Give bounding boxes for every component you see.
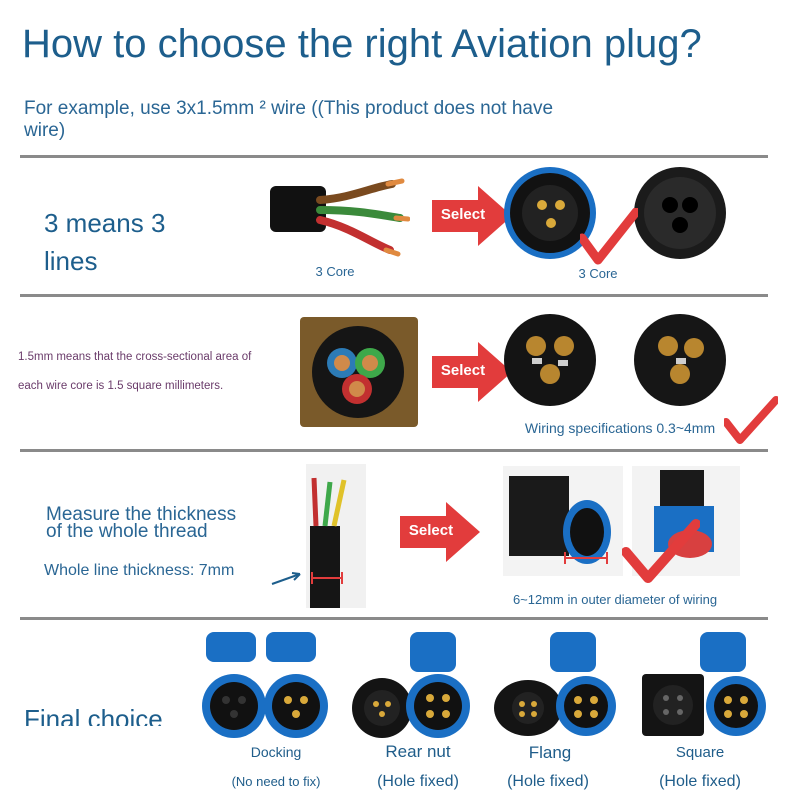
option-docking-label: Docking — [250, 744, 302, 760]
option-flang-sub: (Hole fixed) — [507, 773, 589, 790]
flange-connector-image — [494, 632, 616, 736]
option-square-sub: (Hole fixed) — [659, 773, 741, 790]
option-flang-label: Flang — [528, 743, 572, 762]
option-rear-nut-sub: (Hole fixed) — [377, 773, 459, 790]
outer-diameter-caption: 6~12mm in outer diameter of wiring — [512, 592, 718, 607]
final-choice-text: Final choice — [24, 706, 163, 726]
divider — [20, 617, 768, 620]
cable-gland-image — [632, 466, 740, 576]
section1-heading: 3 means 3 lines — [44, 204, 165, 280]
select-label: Select — [408, 522, 454, 539]
docking-connector-image — [202, 632, 328, 738]
cable-cross-section-image — [300, 317, 418, 427]
cable-gland-image — [503, 466, 623, 576]
divider — [20, 294, 768, 297]
wiring-spec-caption: Wiring specifications 0.3~4mm — [524, 420, 716, 436]
divider — [20, 155, 768, 158]
section3-heading-line1: Measure the thickness — [46, 504, 237, 525]
option-rear-nut-label: Rear nut — [385, 742, 451, 761]
section3-heading: Measure the thickness of the whole threa… — [46, 504, 237, 542]
terminal-block-image — [504, 314, 596, 406]
cable-caption: 3 Core — [315, 264, 355, 279]
section1-heading-line2: lines — [44, 246, 98, 276]
check-mark-icon — [580, 208, 638, 265]
plug-caption: 3 Core — [578, 266, 618, 281]
terminal-block-image — [634, 314, 726, 406]
check-mark-icon — [622, 519, 700, 583]
three-core-cable-image — [270, 178, 410, 257]
section3-heading-line2: of the whole thread — [46, 521, 208, 542]
thickness-text: Whole line thickness: 7mm — [44, 562, 235, 579]
section2-text-line1: 1.5mm means that the cross-sectional are… — [18, 351, 252, 363]
rear-nut-connector-image — [352, 632, 470, 738]
option-square-label: Square — [675, 744, 725, 761]
select-arrow: Select — [432, 342, 512, 402]
option-docking-sub: (No need to fix) — [231, 774, 321, 789]
section2-text: 1.5mm means that the cross-sectional are… — [18, 343, 288, 401]
intro-text: For example, use 3x1.5mm ² wire ((This p… — [24, 98, 554, 141]
select-label: Select — [440, 362, 486, 379]
female-plug-image — [634, 167, 726, 259]
divider — [20, 449, 768, 452]
check-mark-icon — [724, 396, 778, 444]
select-arrow: Select — [400, 502, 480, 562]
select-arrow: Select — [432, 186, 512, 246]
square-connector-image — [642, 632, 766, 736]
male-plug-image — [504, 167, 596, 259]
section1-heading-line1: 3 means 3 — [44, 208, 166, 238]
final-choice-heading: Final choice — [24, 706, 184, 726]
section2-text-line2: each wire core is 1.5 square millimeters… — [18, 380, 224, 392]
page-title: How to choose the right Aviation plug? — [22, 22, 702, 66]
select-label: Select — [440, 206, 486, 223]
whole-cable-image — [271, 464, 366, 608]
